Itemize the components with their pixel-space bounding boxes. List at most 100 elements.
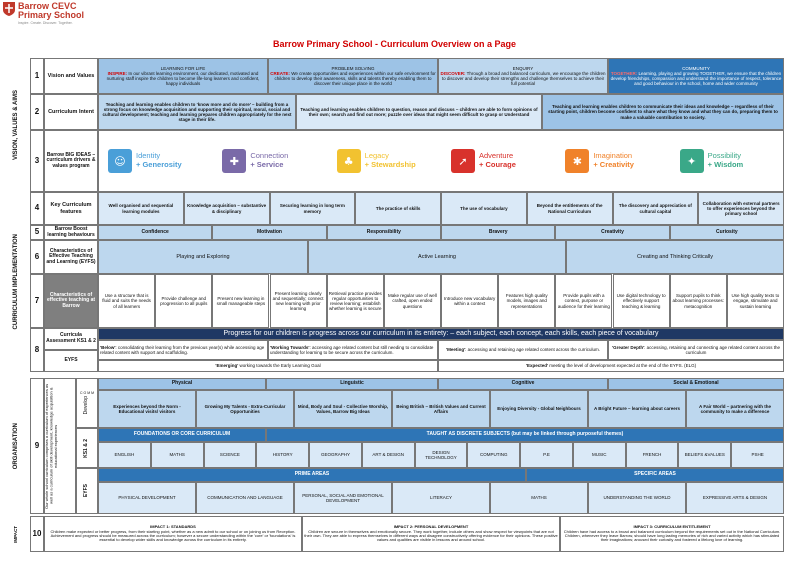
row-number: 3 <box>30 130 44 192</box>
school-tagline: Inspire. Create. Discover. Together. <box>18 21 73 25</box>
school-name-line2: Primary School <box>18 10 85 20</box>
row-number: 10 <box>30 516 44 552</box>
row-label-curriculum-intent: Curriculum Intent <box>44 94 98 130</box>
row-number: 4 <box>30 192 44 225</box>
big-ideas-panel <box>98 130 784 192</box>
foundations-header: FOUNDATIONS OR CORE CURRICULUM <box>98 428 266 442</box>
learning-behaviour: Curiosity <box>669 225 784 240</box>
big-idea-title: Connection <box>250 151 289 161</box>
assessment-below: 'Below': consolidating their learning fr… <box>98 340 268 360</box>
person-icon: ☺ <box>108 149 132 173</box>
curriculum-experience: Growing My Talents - Extra-Curricular Op… <box>196 390 294 428</box>
intent-cell-know-more: Teaching and learning enables children t… <box>98 94 296 130</box>
eyfs-area: UNDERSTANDING THE WORLD <box>588 482 686 514</box>
learning-behaviour: Responsibility <box>326 225 441 240</box>
row-label-key-features: Key Curriculum features <box>44 192 98 225</box>
eyfs-area: COMMUNICATION AND LANGUAGE <box>196 482 294 514</box>
curriculum-experience: A Fair World – partnering with the commu… <box>686 390 784 428</box>
row-label-effective-teaching: Characteristics of effective teaching at… <box>44 274 98 328</box>
big-idea-title: Adventure <box>479 151 514 161</box>
big-idea-title: Imagination <box>593 151 633 161</box>
learning-behaviour: Creativity <box>555 225 670 240</box>
tree-icon: ♣ <box>336 149 361 173</box>
eyfs-active-learning: Active Learning <box>308 240 566 274</box>
teaching-characteristic: Support pupils to think about learning p… <box>669 274 727 328</box>
curriculum-experience: A Bright Future – learning about careers <box>588 390 686 428</box>
subject-cell: ART & DESIGN <box>361 442 415 468</box>
section-label-implementation: CURRICULUM IMPLEMENTATION <box>3 192 29 372</box>
curriculum-experience: Experiences beyond the Norm - Educationa… <box>98 390 196 428</box>
curriculum-feature: The practice of skills <box>355 192 441 225</box>
big-idea-title: Legacy <box>364 151 389 161</box>
development-area: Social & Emotional <box>608 378 784 390</box>
development-area: Linguistic <box>266 378 438 390</box>
subject-cell: FRENCH <box>625 442 679 468</box>
eyfs-creating-thinking: Creating and Thinking Critically <box>566 240 784 274</box>
assessment-working-towards: 'Working Towards': accessing age related… <box>268 340 438 360</box>
eyfs-playing-exploring: Playing and Exploring <box>98 240 308 274</box>
section-label-vision: VISION, VALUES & AIMS <box>3 58 29 192</box>
subject-cell: ENGLISH <box>98 442 151 468</box>
teaching-characteristic: Make regular use of well crafted, open e… <box>383 274 441 328</box>
eyfs-area: LITERACY <box>392 482 490 514</box>
prime-areas-header: PRIME AREAS <box>98 468 526 482</box>
subject-cell: DESIGN TECHNOLOGY <box>414 442 468 468</box>
big-idea-card: ✦Possibility+ Wisdom <box>679 145 780 177</box>
row-number: 7 <box>30 274 44 328</box>
row-number: 2 <box>30 94 44 130</box>
eyfs-area: MATHS <box>490 482 588 514</box>
vision-cell-create: PROBLEM SOLVING CREATE: We create opport… <box>268 58 438 94</box>
row-number: 9 <box>30 378 44 514</box>
row-number: 6 <box>30 240 44 274</box>
curriculum-feature: Well organised and sequential learning m… <box>98 192 184 225</box>
vision-cell-inspire: LEARNING FOR LIFE INSPIRE: In our vibran… <box>98 58 268 94</box>
curriculum-feature: Securing learning in long term memory <box>269 192 356 225</box>
row-label-assessment-eyfs: EYFS <box>44 350 98 372</box>
school-logo <box>2 1 16 17</box>
assessment-meeting: 'Meeting': accessing and retaining age r… <box>438 340 608 360</box>
progress-banner: Progress for our children is progress ac… <box>98 328 784 340</box>
eyfs-label-cell: EYFS <box>76 468 98 514</box>
assessment-greater-depth: 'Greater Depth': accessing, retaining an… <box>608 340 784 360</box>
teaching-characteristic: Present new learning in small manageable… <box>212 274 270 328</box>
teaching-characteristic: Present learning clearly and sequentiall… <box>269 274 327 328</box>
subject-cell: GEOGRAPHY <box>309 442 362 468</box>
curriculum-feature: Collaboration with external partners to … <box>698 192 784 225</box>
row-number: 5 <box>30 225 44 240</box>
teaching-characteristic: Use digital technology to effectively su… <box>612 274 670 328</box>
ks-label-cell: KS1 & 2 <box>76 428 98 468</box>
teaching-characteristic: Provide challenge and progression to all… <box>155 274 213 328</box>
subject-cell: HISTORY <box>256 442 310 468</box>
subject-cell: PSHE <box>731 442 784 468</box>
page-title: Barrow Primary School - Curriculum Overv… <box>272 39 517 49</box>
row-number: 8 <box>30 328 44 372</box>
intent-cell-communicate: Teaching and learning enables children t… <box>542 94 784 130</box>
subject-cell: MATHS <box>150 442 204 468</box>
teaching-characteristic: Use high quality texts to engage, stimul… <box>726 274 784 328</box>
big-idea-card: ☺Identity+ Generosity <box>108 145 208 177</box>
big-idea-title: Possibility <box>707 151 741 161</box>
big-idea-value: + Creativity <box>593 160 634 169</box>
develop-label-cell: C O M M Develop <box>76 378 98 428</box>
discrete-subjects-header: TAUGHT AS DISCRETE SUBJECTS (but may be … <box>266 428 784 442</box>
big-ideas-row: ☺Identity+ Generosity ✚Connection+ Servic… <box>98 130 784 192</box>
curriculum-feature: The use of vocabulary <box>441 192 527 225</box>
teaching-characteristic: Introduce new vocabulary within a contex… <box>441 274 499 328</box>
subject-cell: P.E <box>520 442 573 468</box>
row-label-big-ideas: Barrow BIG IDEAS – curriculum drivers & … <box>44 130 98 192</box>
big-idea-value: + Generosity <box>136 160 182 169</box>
teaching-characteristic: Provide pupils with a context, purpose o… <box>555 274 613 328</box>
vision-cell-discover: ENQUIRY DISCOVER: Through a broad and ba… <box>438 58 608 94</box>
learning-behaviour: Motivation <box>212 225 327 240</box>
curriculum-feature: The discovery and appreciation of cultur… <box>612 192 699 225</box>
big-idea-value: + Courage <box>479 160 516 169</box>
big-idea-value: + Wisdom <box>707 160 744 169</box>
intent-cell-question: Teaching and learning enables children t… <box>296 94 542 130</box>
puzzle-icon: ✚ <box>222 149 247 173</box>
curriculum-feature: Knowledge acquisition – substantive & di… <box>183 192 270 225</box>
development-area: Cognitive <box>438 378 608 390</box>
big-idea-value: + Stewardship <box>364 160 416 169</box>
big-idea-card: ✚Connection+ Service <box>222 145 322 177</box>
